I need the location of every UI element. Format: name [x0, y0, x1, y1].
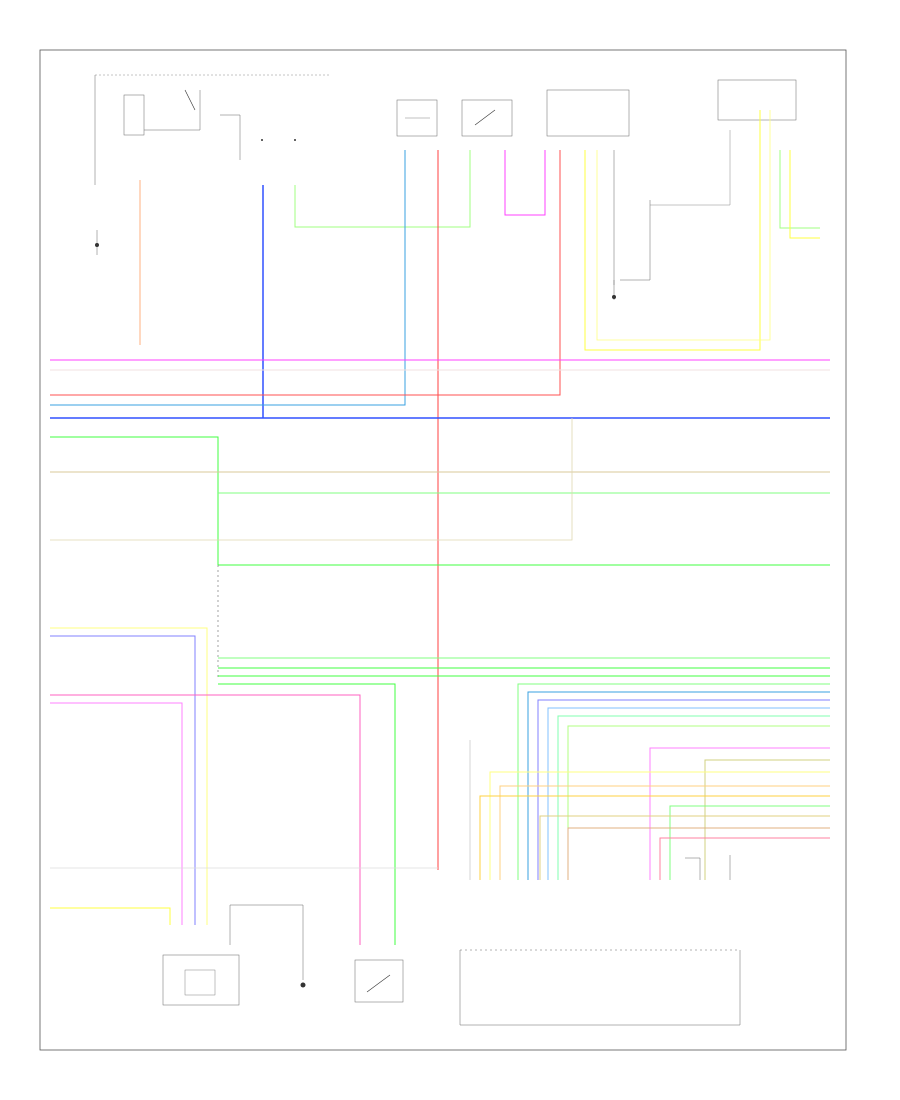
wire-yellow-right-top	[789, 150, 820, 239]
bottom-component-3	[354, 959, 404, 1003]
switch-icon	[474, 109, 496, 126]
ground-left	[95, 230, 99, 255]
wire-pink-top	[504, 150, 546, 216]
connector-block-top-3	[546, 89, 630, 137]
ground-icon	[612, 295, 616, 299]
wire-pink-left-low-2	[50, 702, 183, 925]
wire-green-right-top	[779, 150, 820, 229]
wire-yellow-conn3	[584, 110, 761, 351]
bottom-connector-large	[459, 949, 741, 1026]
bus-green-low-4	[218, 683, 396, 945]
wire-yellow-left-low	[50, 627, 208, 925]
ground-icon	[300, 982, 306, 988]
wire-teal-top	[50, 150, 406, 406]
switch-icon	[366, 974, 391, 993]
connector-block-top-4	[717, 79, 797, 121]
bottom-component-2	[229, 904, 306, 988]
wire-orange-conn3	[50, 150, 561, 396]
wire-yellow-conn3b	[596, 110, 771, 341]
wire-yellow-bottom-left	[50, 907, 171, 925]
bottom-component-1	[162, 954, 240, 1006]
connector-block-top-2	[461, 99, 513, 137]
bus-green-1	[50, 436, 219, 565]
ground-icon	[95, 243, 99, 247]
connector-block-top-1	[396, 99, 438, 137]
switch-icon	[184, 89, 196, 111]
ignition-switch-component	[94, 74, 330, 185]
bus-tan-2	[50, 418, 573, 541]
wire-blue-left-low	[50, 635, 196, 925]
diagram-frame	[39, 49, 847, 1051]
wire-green-top	[294, 150, 471, 228]
wire-pink-left-low	[50, 694, 361, 945]
